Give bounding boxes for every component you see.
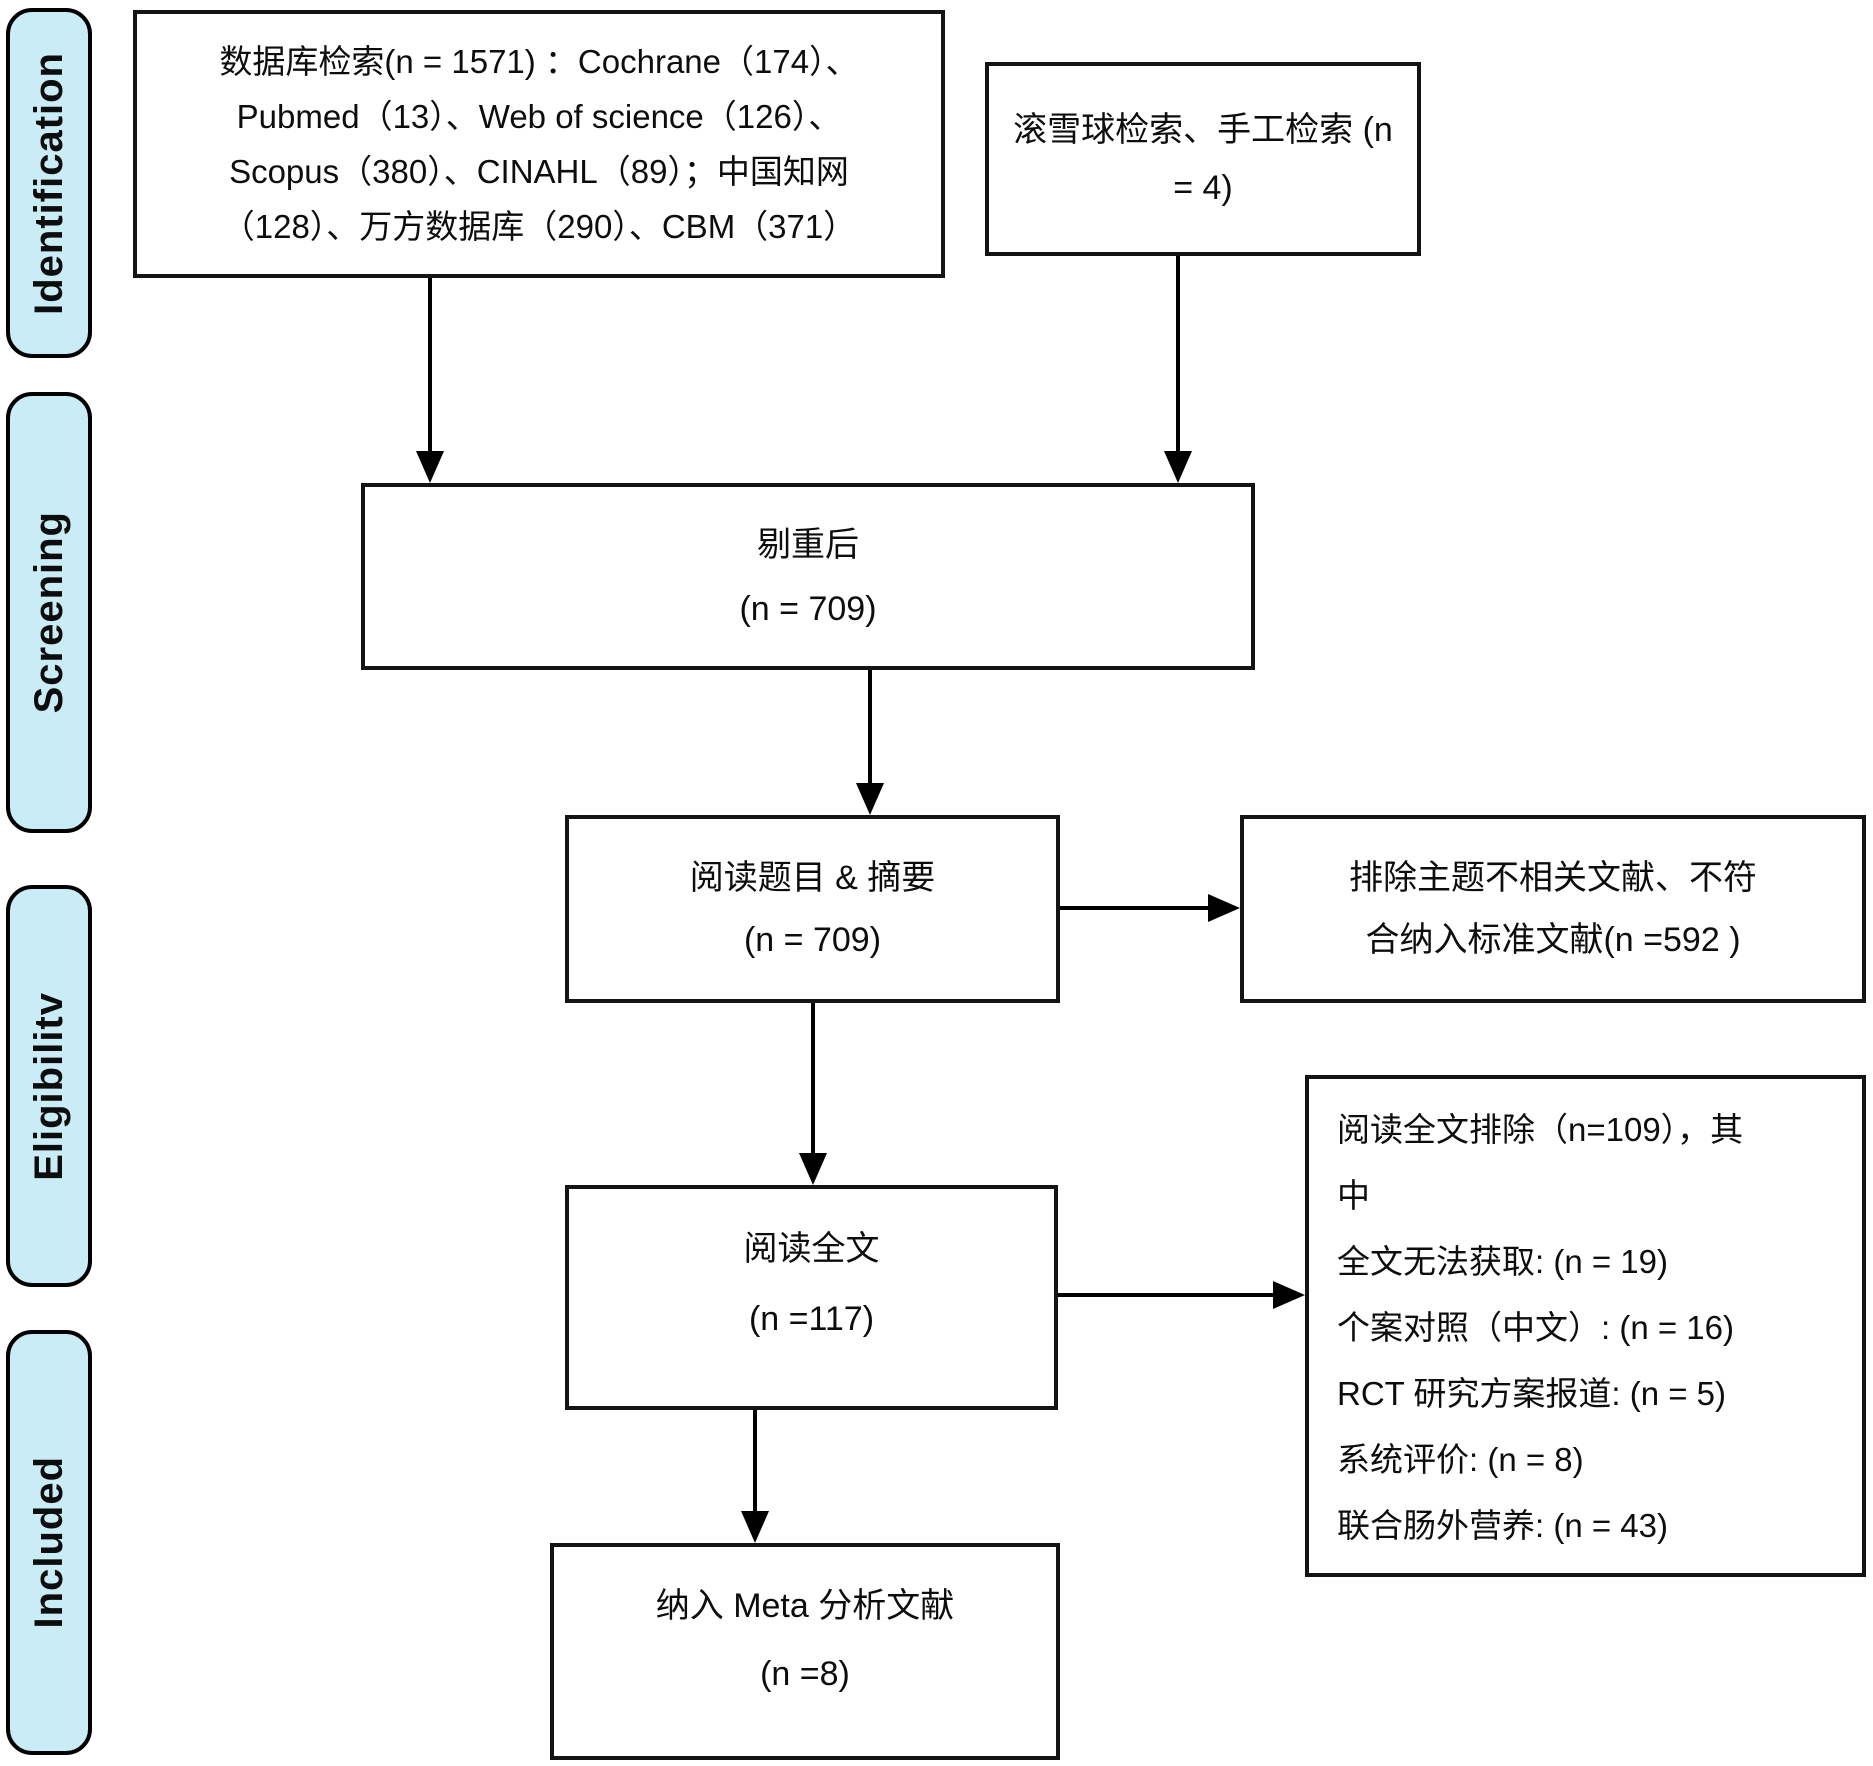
box-text-line: 联合肠外营养: (n = 43): [1337, 1507, 1668, 1544]
phase-identification: Identification: [6, 8, 92, 358]
arrow-shaft: [428, 278, 432, 454]
phase-screening: Screening: [6, 392, 92, 833]
arrowhead-right-icon: [1208, 894, 1240, 922]
arrow-shaft: [1176, 256, 1180, 454]
exclusion-title-abstract-box: 排除主题不相关文献、不符 合纳入标准文献(n =592 ): [1240, 815, 1866, 1003]
box-text-line: (n =8): [760, 1654, 850, 1693]
phase-label: Eligibilitv: [26, 991, 71, 1181]
box-text-line: 中: [1337, 1177, 1370, 1214]
exclusion-fulltext-box: 阅读全文排除（n=109），其 中 全文无法获取: (n = 19) 个案对照（…: [1305, 1075, 1866, 1577]
arrowhead-down-icon: [856, 783, 884, 815]
arrow-shaft: [868, 670, 872, 786]
title-abstract-box: 阅读题目 & 摘要 (n = 709): [565, 815, 1060, 1003]
phase-included: Included: [6, 1330, 92, 1755]
box-text-line: Scopus（380）、CINAHL（89）；中国知网: [229, 153, 849, 190]
phase-label: Screening: [26, 511, 71, 714]
box-text-line: 合纳入标准文献(n =592 ): [1365, 921, 1741, 959]
arrow-shaft: [811, 1003, 815, 1156]
box-text-line: 排除主题不相关文献、不符: [1349, 859, 1757, 897]
deduplication-box: 剔重后 (n = 709): [361, 483, 1255, 670]
box-text-line: RCT 研究方案报道: (n = 5): [1337, 1375, 1727, 1412]
box-text-line: 滚雪球检索、手工检索 (n: [1013, 111, 1393, 149]
box-text-line: 个案对照（中文）: (n = 16): [1337, 1309, 1734, 1346]
arrowhead-down-icon: [416, 451, 444, 483]
fulltext-box: 阅读全文 (n =117): [565, 1185, 1058, 1410]
box-text-line: 阅读全文: [743, 1229, 880, 1268]
box-text-line: (n =117): [748, 1299, 875, 1338]
arrowhead-down-icon: [799, 1153, 827, 1185]
box-text-line: 纳入 Meta 分析文献: [655, 1586, 955, 1625]
box-text-line: = 4): [1173, 169, 1233, 207]
box-text-line: (n = 709): [739, 589, 877, 628]
box-text-line: Pubmed（13）、Web of science（126）、: [236, 98, 842, 135]
arrowhead-down-icon: [741, 1511, 769, 1543]
phase-label: Identification: [26, 51, 71, 315]
arrow-shaft: [1058, 1293, 1276, 1297]
box-text-line: （128）、万方数据库（290）、CBM（371）: [221, 208, 857, 245]
phase-eligibility: Eligibilitv: [6, 885, 92, 1287]
arrowhead-down-icon: [1164, 451, 1192, 483]
box-text-line: 阅读全文排除（n=109），其: [1337, 1111, 1744, 1148]
arrow-shaft: [1060, 906, 1211, 910]
box-text-line: 数据库检索(n = 1571) ：Cochrane（174）、: [219, 43, 859, 80]
arrow-shaft: [753, 1410, 757, 1514]
box-text-line: 剔重后: [757, 525, 859, 564]
included-meta-box: 纳入 Meta 分析文献 (n =8): [550, 1543, 1060, 1760]
box-text-line: (n = 709): [743, 921, 882, 959]
phase-label: Included: [26, 1456, 71, 1629]
box-text-line: 系统评价: (n = 8): [1337, 1441, 1584, 1478]
box-text-line: 全文无法获取: (n = 19): [1337, 1243, 1668, 1280]
arrowhead-right-icon: [1273, 1281, 1305, 1309]
snowball-search-box: 滚雪球检索、手工检索 (n = 4): [985, 62, 1421, 256]
database-search-box: 数据库检索(n = 1571) ：Cochrane（174）、 Pubmed（1…: [133, 10, 945, 278]
box-text-line: 阅读题目 & 摘要: [689, 859, 936, 897]
